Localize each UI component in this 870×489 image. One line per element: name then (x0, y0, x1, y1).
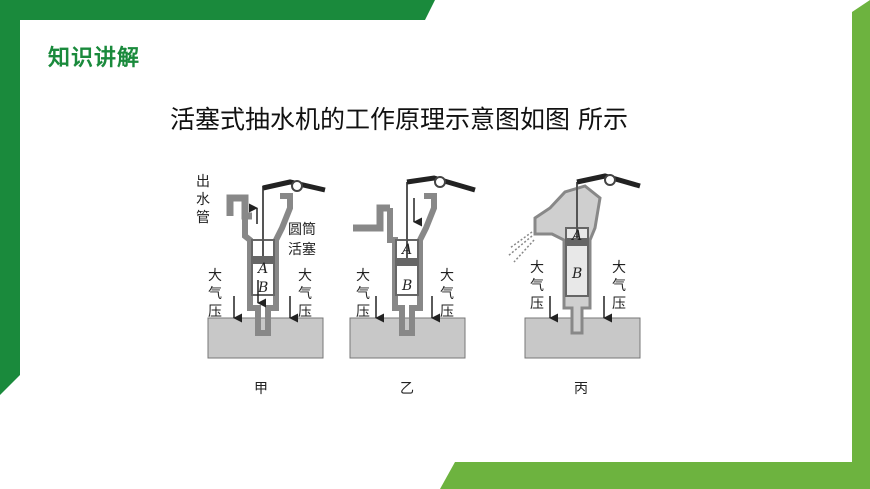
label-valve-a: A (256, 261, 268, 277)
label-piston: 活塞 (288, 241, 316, 258)
label-atm-left-1: 大 (356, 268, 370, 284)
label-atm-right-3: 压 (440, 304, 454, 320)
piston (566, 238, 588, 246)
label-atm-right-1: 大 (440, 268, 454, 284)
pump-panel-jia: 出 水 管 圆筒 活塞 A B 大 气 压 大 气 压 甲 (196, 174, 326, 397)
caption-yi: 乙 (400, 381, 414, 397)
label-atm-right-2: 气 (612, 278, 626, 294)
label-valve-b: B (257, 280, 268, 296)
label-valve-a: A (400, 242, 412, 258)
label-atm-right-3: 压 (612, 296, 626, 312)
piston (396, 258, 418, 266)
label-atm-left-3: 压 (530, 296, 544, 312)
pivot (291, 180, 303, 192)
handle (406, 175, 476, 193)
outlet-pipe (353, 204, 390, 232)
handle (262, 179, 326, 193)
label-atm-left-2: 气 (208, 286, 222, 302)
outlet-pipe (226, 194, 252, 220)
water-spray (507, 231, 535, 263)
label-atm-right-1: 大 (298, 268, 312, 284)
label-atm-right-1: 大 (612, 260, 626, 276)
pivot (434, 176, 446, 188)
bottom-green-bar (440, 462, 870, 489)
label-atm-left-2: 气 (356, 286, 370, 302)
left-green-bar (0, 0, 20, 395)
label-atm-right-3: 压 (298, 304, 312, 320)
label-outlet-1: 出 (196, 174, 210, 190)
pump-diagram: 出 水 管 圆筒 活塞 A B 大 气 压 大 气 压 甲 (196, 173, 641, 397)
slide-title: 活塞式抽水机的工作原理示意图如图 所示 (170, 105, 628, 134)
label-atm-left-3: 压 (356, 304, 370, 320)
label-atm-left-2: 气 (530, 278, 544, 294)
top-green-bar (0, 0, 435, 20)
caption-bing: 丙 (574, 381, 588, 397)
pivot (604, 174, 616, 186)
section-title: 知识讲解 (48, 46, 141, 71)
piston (252, 256, 274, 264)
label-valve-b: B (571, 266, 582, 282)
handle (576, 173, 641, 189)
label-atm-left-1: 大 (208, 268, 222, 284)
ground-block (349, 317, 466, 359)
label-cylinder: 圆筒 (288, 221, 316, 238)
label-atm-left-3: 压 (208, 304, 222, 320)
pump-panel-bing: A B 大 气 压 大 气 压 丙 (507, 173, 641, 397)
label-atm-right-2: 气 (298, 286, 312, 302)
pump-panel-yi: A B 大 气 压 大 气 压 乙 (349, 175, 476, 397)
pump-body (242, 193, 293, 336)
caption-jia: 甲 (254, 381, 268, 397)
label-atm-left-1: 大 (530, 260, 544, 276)
label-valve-b: B (401, 278, 412, 294)
label-atm-right-2: 气 (440, 286, 454, 302)
label-outlet-2: 水 (196, 192, 210, 208)
right-green-bar (852, 0, 870, 489)
label-outlet-3: 管 (196, 210, 210, 226)
label-valve-a: A (570, 228, 582, 244)
